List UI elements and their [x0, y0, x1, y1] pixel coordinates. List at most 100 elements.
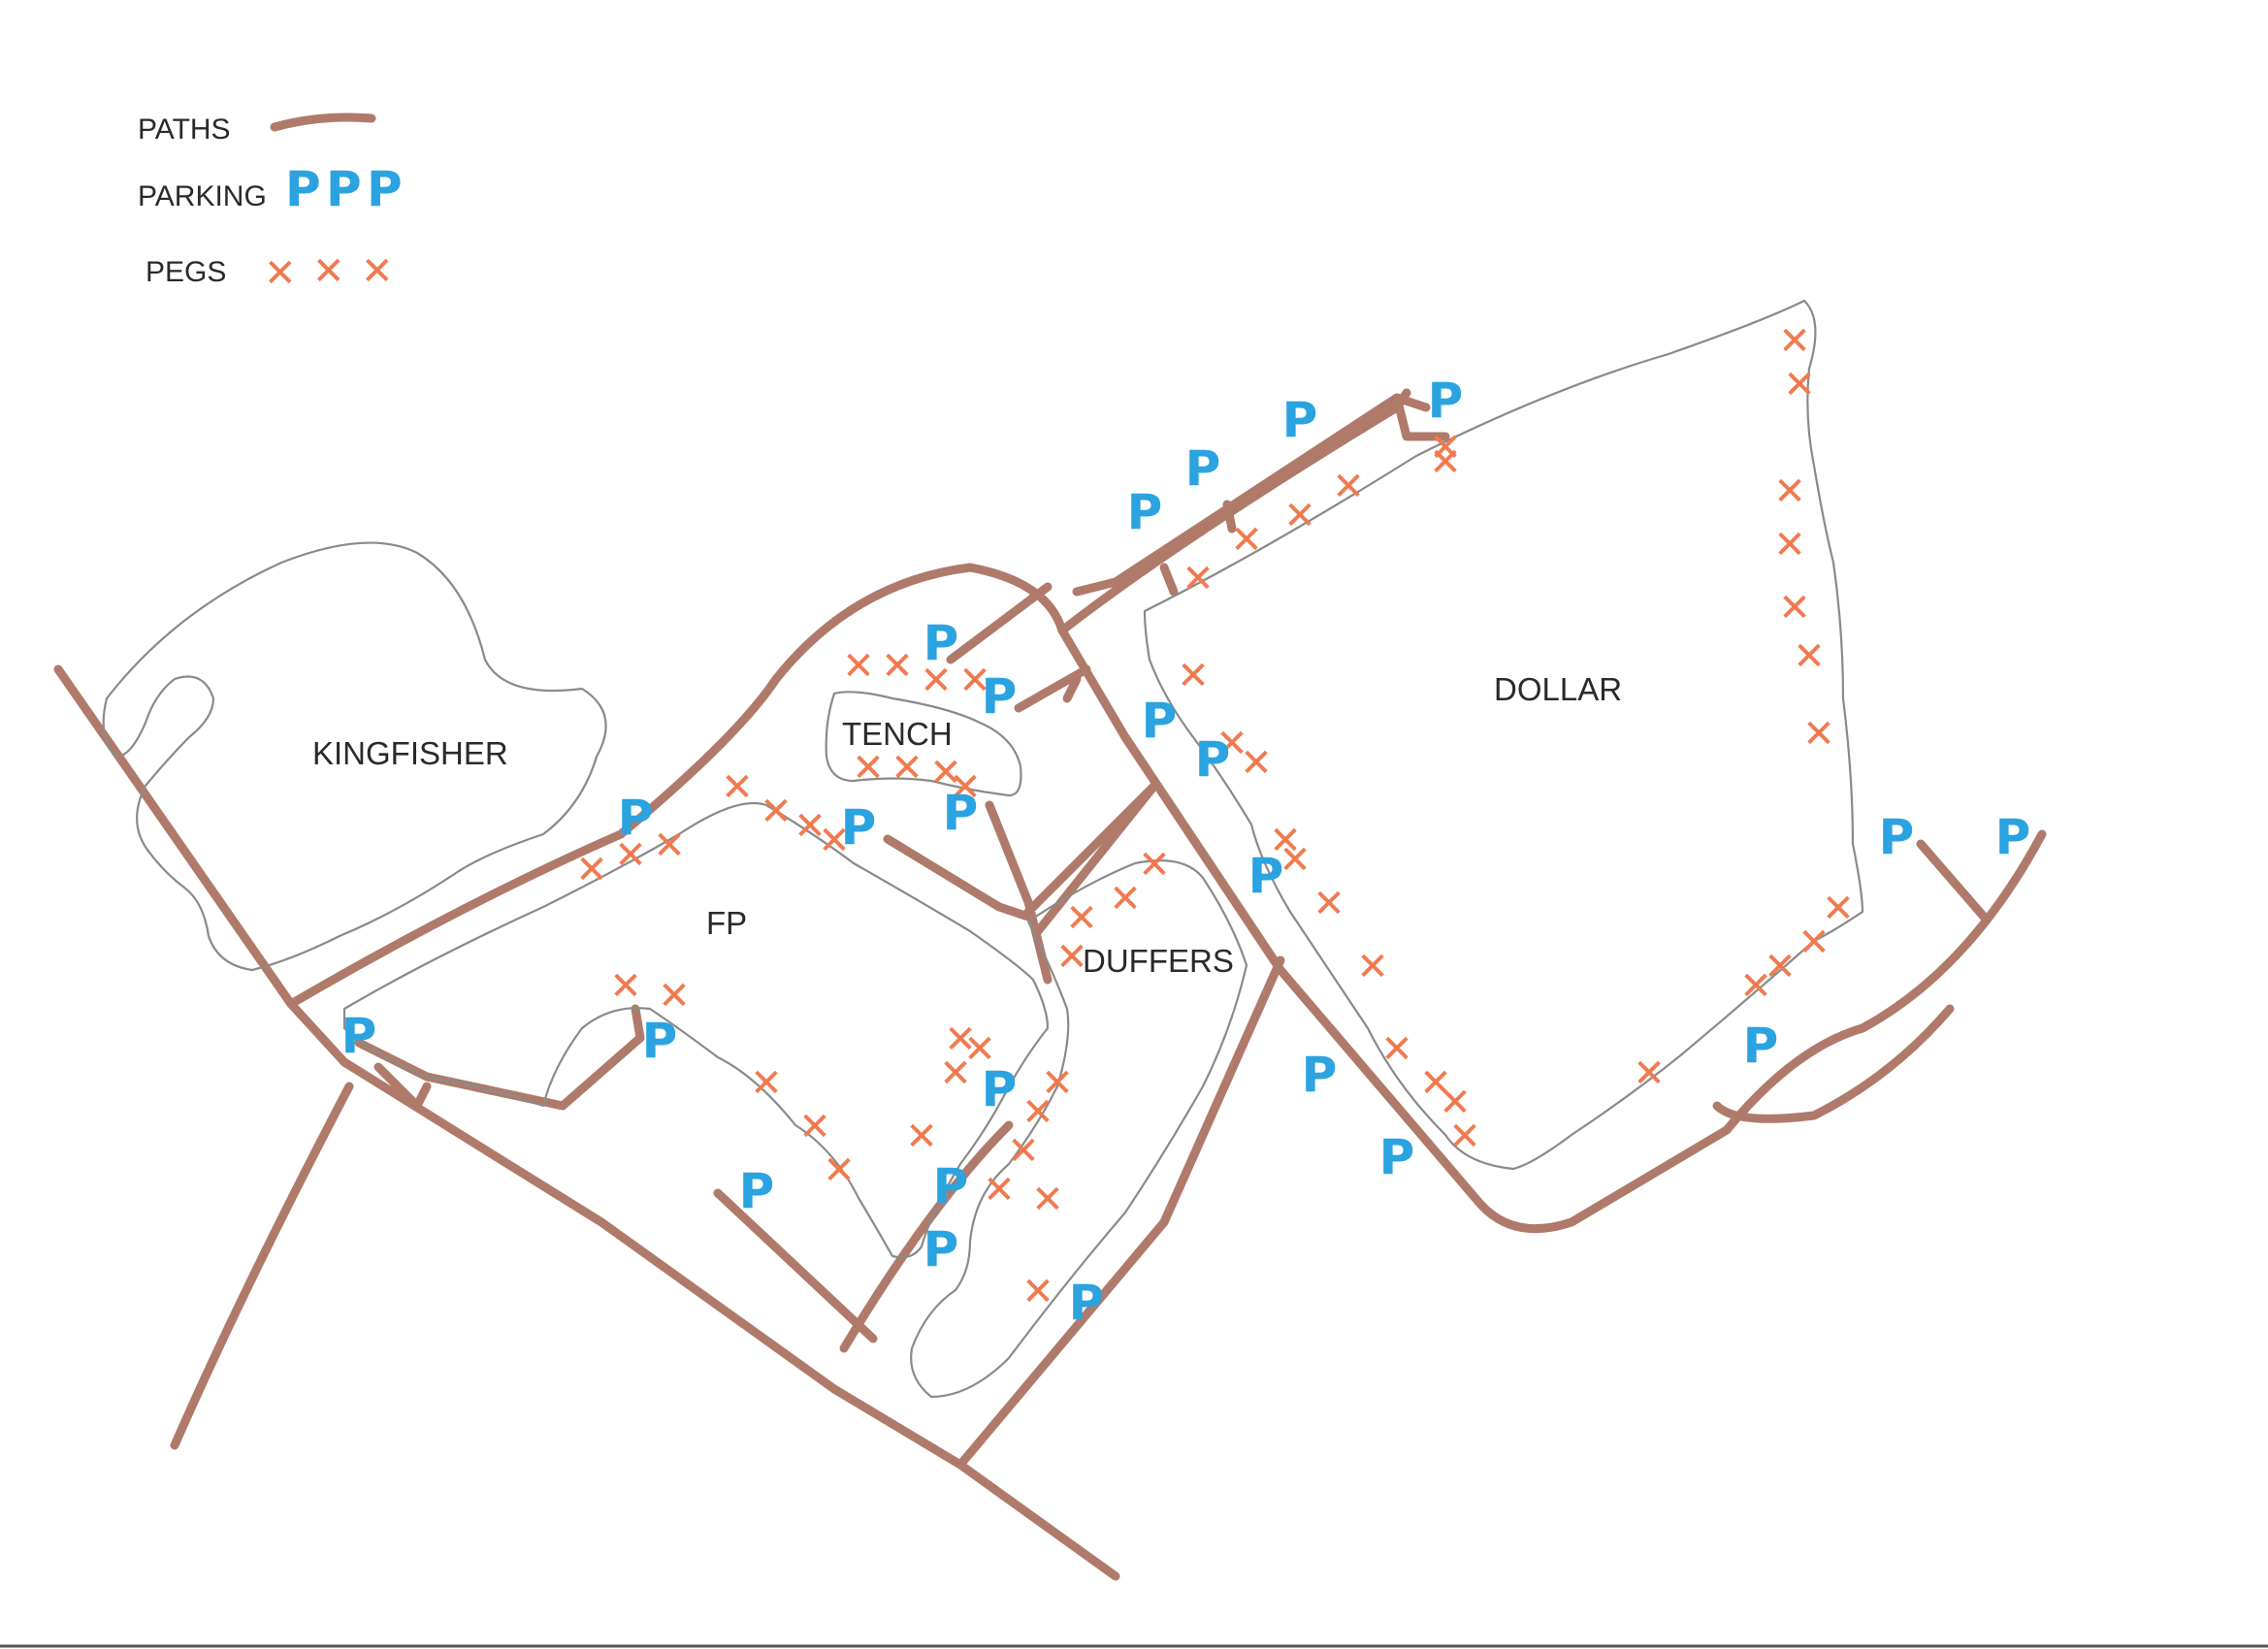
parking-p-icon: P [1127, 484, 1163, 540]
parking-p-icon: P [1743, 1018, 1779, 1074]
parking-p-icon: P [1195, 731, 1231, 788]
peg-icon: ✕ [1419, 1061, 1452, 1106]
peg-icon: ✕ [939, 1051, 972, 1096]
path-segment [170, 1082, 354, 1450]
legend: PATHS PARKING P P P PEGS ✕ ✕ ✕ [138, 113, 403, 296]
lake-labels: KINGFISHER TENCH FP DUFFERS DOLLAR [312, 671, 1622, 979]
peg-icon: ✕ [1055, 935, 1088, 980]
lake-label-dollar: DOLLAR [1494, 671, 1622, 707]
parking-p-icon: P [1069, 1275, 1105, 1331]
peg-icon: ✕ [1633, 1051, 1666, 1096]
legend-paths-label: PATHS [138, 113, 231, 146]
path-segment [883, 834, 1033, 922]
peg-icon: ✕ [1177, 654, 1210, 698]
peg-icon: ✕ [1138, 843, 1171, 888]
path-segment [1712, 1004, 1955, 1123]
peg-icon: ✕ [963, 1027, 996, 1072]
peg-icon: ✕ [575, 848, 608, 892]
parking-p-icon: P [982, 1061, 1018, 1117]
peg-icon: ✕ [721, 765, 754, 810]
path-segment [1392, 393, 1450, 441]
path-segment [946, 582, 1053, 664]
peg-icon: ✕ [1021, 1270, 1054, 1314]
peg-icon: ✕ [1429, 440, 1462, 485]
parking-p-icon: P [1428, 372, 1464, 429]
lake-outline-dollar [1143, 299, 1864, 1171]
legend-peg-icon: ✕ [264, 251, 297, 296]
peg-icon: ✕ [1065, 896, 1098, 941]
peg-icon: ✕ [1279, 838, 1312, 883]
peg-icon: ✕ [1802, 712, 1835, 757]
path-segment [286, 563, 2047, 1234]
peg-icon: ✕ [958, 659, 991, 703]
parking-p-icon: P [341, 1008, 377, 1064]
path-segment [1159, 563, 1179, 597]
peg-icon: ✕ [653, 824, 686, 868]
peg-icon: ✕ [920, 659, 953, 703]
parking-p-icon: P [642, 1013, 678, 1069]
path-segment [1072, 393, 1431, 597]
parking-p-icon: P [982, 668, 1018, 725]
parking-p-icon: P [1282, 392, 1318, 448]
peg-icon: ✕ [842, 644, 875, 689]
peg-icon: ✕ [1783, 363, 1816, 407]
path-segment [956, 955, 1285, 1470]
peg-icon: ✕ [818, 819, 851, 863]
peg-icon: ✕ [1429, 426, 1462, 470]
parking-p-icon: P [1995, 809, 2031, 865]
path-segment [1222, 500, 1237, 534]
lakes-layer [102, 299, 1864, 1399]
peg-icon: ✕ [1773, 523, 1806, 567]
parking-p-icon: P [943, 785, 979, 841]
legend-peg-icon: ✕ [361, 249, 394, 294]
lake-label-fp: FP [706, 905, 747, 941]
peg-icon: ✕ [1778, 586, 1811, 630]
peg-icon: ✕ [1448, 1115, 1481, 1159]
parking-p-icon: P [1248, 848, 1284, 904]
peg-icon: ✕ [1021, 1090, 1054, 1135]
path-segment [1057, 388, 1411, 635]
legend-parking-label: PARKING [138, 180, 267, 212]
peg-icon: ✕ [1269, 819, 1302, 863]
peg-icon: ✕ [1031, 1178, 1064, 1222]
lake-label-tench: TENCH [842, 716, 953, 752]
peg-icon: ✕ [1822, 887, 1855, 931]
lake-outline-fp [342, 801, 1050, 1259]
peg-icon: ✕ [891, 746, 923, 791]
peg-icon: ✕ [1773, 469, 1806, 514]
peg-icon: ✕ [1332, 465, 1365, 509]
peg-icon: ✕ [823, 1148, 856, 1193]
legend-parking-icon: P [285, 161, 321, 217]
legend-parking-icon: P [326, 161, 362, 217]
parking-p-icon: P [923, 615, 959, 671]
peg-icon: ✕ [1230, 518, 1263, 563]
parking-p-icon: P [739, 1163, 775, 1219]
parking-p-icon: P [618, 790, 654, 846]
peg-icon: ✕ [1798, 921, 1831, 965]
peg-icon: ✕ [614, 833, 647, 878]
pegs-layer: ✕✕✕✕✕✕✕✕✕✕✕✕✕✕✕✕✕✕✕✕✕✕✕✕✕✕✕✕✕✕✕✕✕✕✕✕✕✕✕✕… [575, 319, 1855, 1314]
legend-path-icon [270, 113, 376, 132]
peg-icon: ✕ [1007, 1129, 1040, 1174]
lake-label-kingfisher: KINGFISHER [312, 735, 508, 771]
lake-outline-kingfisher [102, 541, 607, 972]
peg-icon: ✕ [1439, 1081, 1472, 1125]
peg-icon: ✕ [750, 1061, 783, 1106]
parking-p-icon: P [1185, 440, 1221, 497]
legend-peg-icon: ✕ [312, 249, 345, 294]
peg-icon: ✕ [949, 765, 982, 810]
legend-parking-icon: P [367, 161, 403, 217]
parking-p-icon: P [923, 1221, 959, 1277]
peg-icon: ✕ [852, 746, 885, 791]
peg-icon: ✕ [760, 790, 793, 834]
peg-icon: ✕ [1283, 494, 1316, 538]
path-segment [839, 1120, 1014, 1353]
peg-icon: ✕ [944, 1018, 977, 1062]
peg-icon: ✕ [1182, 557, 1215, 601]
path-segment [985, 800, 1053, 985]
peg-icon: ✕ [1356, 945, 1389, 989]
peg-icon: ✕ [658, 974, 691, 1018]
peg-icon: ✕ [1764, 945, 1797, 989]
